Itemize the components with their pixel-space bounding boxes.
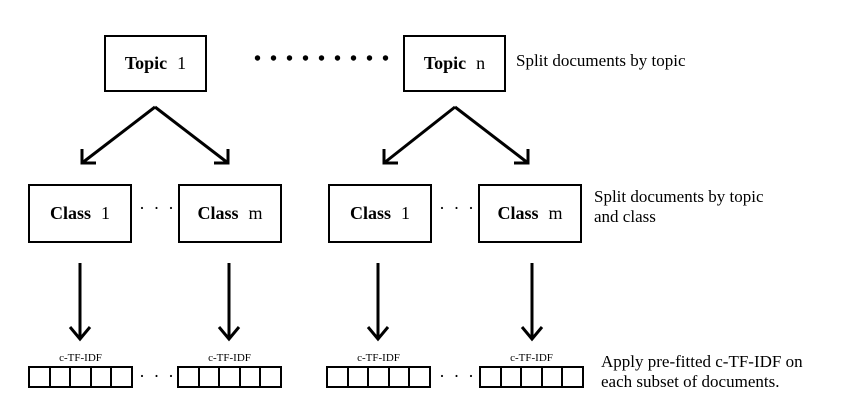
vector-cell	[502, 368, 523, 386]
arrow-topic1-class1	[80, 105, 156, 165]
topic-ellipsis: • • • • • • • • •	[254, 48, 392, 70]
vector-cell	[241, 368, 262, 386]
topic-box-n: Topic n	[403, 35, 506, 92]
class-index: 1	[101, 203, 110, 223]
vector-label: c-TF-IDF	[208, 352, 251, 364]
vector-cell	[112, 368, 131, 386]
class-box-1: Class 1	[28, 184, 132, 243]
note-line: and class	[594, 207, 656, 226]
vector-cell	[390, 368, 411, 386]
arrow-classm-vector	[217, 263, 241, 342]
vector-cell	[328, 368, 349, 386]
note-line: Split documents by topic	[594, 187, 764, 206]
ctfidf-vector	[326, 366, 431, 388]
arrow-classmb-vector	[520, 263, 544, 342]
note-apply-ctfidf: Apply pre-fitted c-TF-IDF on each subset…	[601, 352, 803, 392]
class-index: 1	[401, 203, 410, 223]
vector-cell	[522, 368, 543, 386]
vector-cell	[51, 368, 72, 386]
arrow-topicn-classm	[454, 105, 530, 165]
vector-cell	[481, 368, 502, 386]
vector-cell	[179, 368, 200, 386]
vector-cell	[92, 368, 113, 386]
note-line: Apply pre-fitted c-TF-IDF on	[601, 352, 803, 371]
class-label: Class	[349, 203, 391, 223]
vector-ellipsis: · · ·	[139, 366, 176, 386]
topic-label: Topic	[124, 53, 168, 73]
class-label: Class	[197, 203, 239, 223]
vector-cell	[349, 368, 370, 386]
class-box-mb: Class m	[478, 184, 582, 243]
arrow-topicn-class1	[382, 105, 456, 165]
note-split-topic-class: Split documents by topic and class	[594, 187, 764, 227]
topic-index: 1	[177, 53, 187, 73]
vector-cell	[410, 368, 429, 386]
vector-label: c-TF-IDF	[59, 352, 102, 364]
class-label: Class	[497, 203, 539, 223]
topic-index: n	[476, 53, 486, 73]
arrow-class1-vector	[68, 263, 92, 342]
vector-label: c-TF-IDF	[357, 352, 400, 364]
class-ellipsis: · · ·	[439, 198, 476, 218]
ctfidf-vector	[28, 366, 133, 388]
arrow-topic1-classm	[154, 105, 230, 165]
vector-cell	[30, 368, 51, 386]
vector-label: c-TF-IDF	[510, 352, 553, 364]
arrow-class1b-vector	[366, 263, 390, 342]
class-box-1b: Class 1	[328, 184, 432, 243]
ctfidf-vector	[479, 366, 584, 388]
class-index: m	[548, 203, 563, 223]
vector-cell	[220, 368, 241, 386]
ctfidf-vector	[177, 366, 282, 388]
class-ellipsis: · · ·	[139, 198, 176, 218]
vector-cell	[71, 368, 92, 386]
note-split-topic: Split documents by topic	[516, 51, 686, 70]
class-index: m	[248, 203, 263, 223]
vector-cell	[261, 368, 280, 386]
vector-cell	[563, 368, 582, 386]
vector-cell	[543, 368, 564, 386]
vector-cell	[200, 368, 221, 386]
vector-cell	[369, 368, 390, 386]
class-label: Class	[49, 203, 91, 223]
topic-box-1: Topic 1	[104, 35, 207, 92]
vector-ellipsis: · · ·	[439, 366, 476, 386]
topic-label: Topic	[423, 53, 467, 73]
class-box-m: Class m	[178, 184, 282, 243]
note-line: each subset of documents.	[601, 372, 780, 391]
